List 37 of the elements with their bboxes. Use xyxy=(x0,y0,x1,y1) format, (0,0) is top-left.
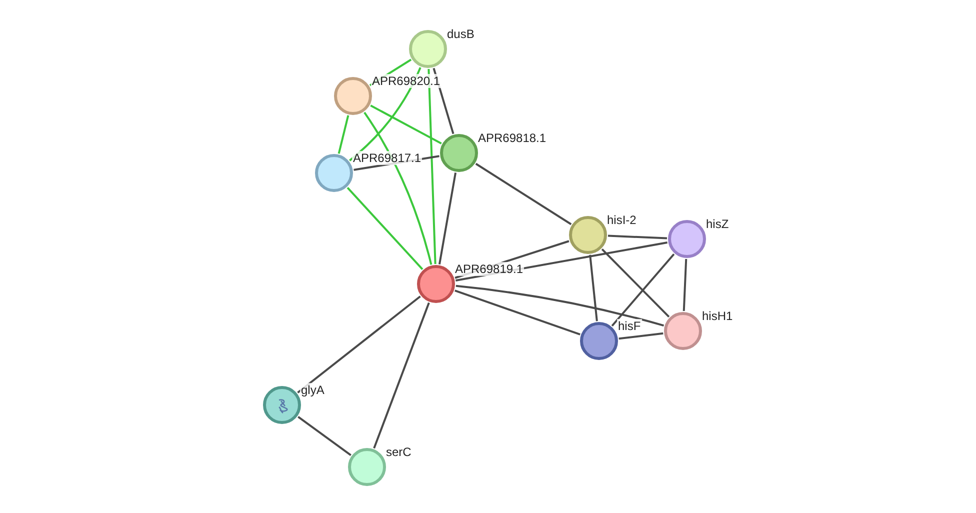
interaction-line xyxy=(373,302,430,449)
protein-node xyxy=(315,154,353,192)
node-label: APR69819.1 xyxy=(454,262,524,276)
interaction-line xyxy=(297,296,421,394)
protein-node xyxy=(440,134,478,172)
node-label: APR69817.1 xyxy=(352,151,422,165)
node-label: hisH1 xyxy=(701,309,734,323)
protein-node xyxy=(334,77,372,115)
node-label: serC xyxy=(385,445,412,459)
interaction-line xyxy=(454,290,580,336)
interaction-line xyxy=(346,187,424,270)
node-label: APR69820.1 xyxy=(371,74,442,88)
interaction-line xyxy=(618,332,664,340)
interaction-line xyxy=(611,254,675,326)
protein-node xyxy=(664,312,702,350)
node-label: glyA xyxy=(300,383,326,397)
node-label: dusB xyxy=(446,27,476,41)
protein-node xyxy=(263,386,301,424)
protein-node xyxy=(580,322,618,360)
protein-node xyxy=(348,448,386,486)
node-label: hisZ xyxy=(705,217,730,231)
node-label: hisF xyxy=(617,319,642,333)
interaction-line xyxy=(589,254,598,322)
interaction-line xyxy=(608,234,668,240)
interaction-line xyxy=(370,104,442,144)
interaction-line xyxy=(601,248,670,318)
interaction-line xyxy=(428,68,436,264)
node-label: hisI-2 xyxy=(606,213,638,227)
protein-node xyxy=(409,30,447,68)
node-label: APR69818.1 xyxy=(477,131,548,145)
interaction-line xyxy=(682,258,688,312)
protein-node xyxy=(668,220,706,258)
protein-node xyxy=(417,265,455,303)
interaction-line xyxy=(438,172,457,264)
interaction-line xyxy=(456,284,664,326)
protein-node xyxy=(569,216,607,254)
interaction-line xyxy=(338,115,350,154)
